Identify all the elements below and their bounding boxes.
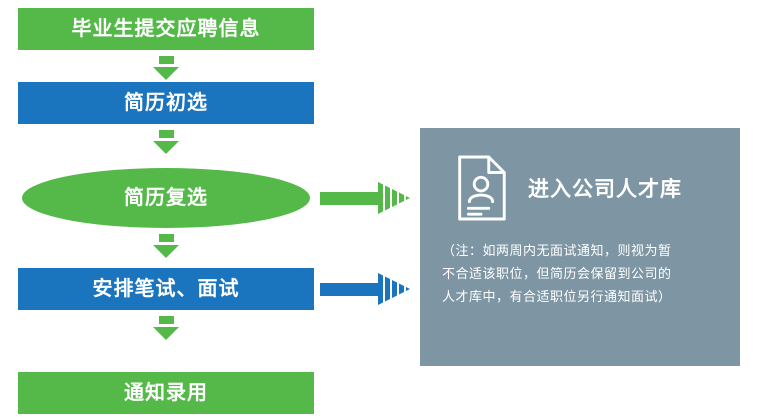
right-arrow-blue-icon — [320, 273, 410, 305]
note-line: （注：如两周内无面试通知，则视为暂 — [442, 243, 672, 258]
talent-pool-header: 进入公司人才库 — [420, 128, 740, 224]
down-arrow-icon — [150, 316, 182, 340]
talent-pool-note: （注：如两周内无面试通知，则视为暂 不合适该职位，但简历会保留到公司的 人才库中… — [420, 240, 740, 308]
step-resume-reselect: 简历复选 — [22, 168, 310, 228]
arrow-head — [378, 273, 410, 305]
step-notify-employment: 通知录用 — [18, 372, 314, 414]
arrow-head — [378, 182, 410, 214]
arrow-body — [320, 191, 378, 205]
document-person-icon — [458, 155, 506, 221]
down-arrow-head — [153, 245, 179, 258]
down-arrow-bar — [158, 56, 174, 64]
talent-pool-panel: 进入公司人才库 （注：如两周内无面试通知，则视为暂 不合适该职位，但简历会保留到… — [420, 128, 740, 366]
down-arrow-bar — [158, 316, 174, 324]
note-line: 人才库中，有合适职位另行通知面试） — [442, 288, 672, 304]
down-arrow-head — [153, 67, 179, 80]
down-arrow-icon — [150, 234, 182, 258]
arrow-body — [320, 282, 378, 296]
down-arrow-head — [153, 327, 179, 340]
down-arrow-icon — [150, 56, 182, 80]
right-arrow-green-icon — [320, 182, 410, 214]
down-arrow-bar — [158, 234, 174, 242]
down-arrow-icon — [150, 130, 182, 154]
step-resume-initial-screen: 简历初选 — [18, 82, 314, 124]
down-arrow-head — [153, 141, 179, 154]
down-arrow-bar — [158, 130, 174, 138]
step-arrange-tests-interview: 安排笔试、面试 — [18, 268, 314, 310]
note-line: 不合适该职位，但简历会保留到公司的 — [442, 265, 672, 281]
talent-pool-title: 进入公司人才库 — [528, 178, 682, 201]
step-submit-application: 毕业生提交应聘信息 — [18, 8, 314, 50]
